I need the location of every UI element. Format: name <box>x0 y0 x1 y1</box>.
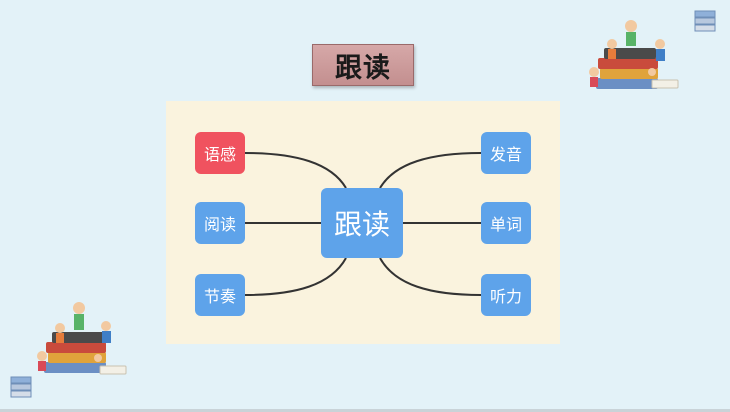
connector-lines <box>244 152 482 296</box>
node-left-3: 节奏 <box>195 274 245 316</box>
kids-on-books-illustration-top <box>589 20 679 89</box>
kids-on-books-illustration-bottom <box>37 302 127 375</box>
book-stack-icon-top <box>694 10 716 32</box>
node-right-1: 发音 <box>481 132 531 174</box>
node-left-1: 语感 <box>195 132 245 174</box>
mind-map-panel: 语感 阅读 节奏 跟读 发音 单词 听力 <box>166 101 560 344</box>
connector-left-top <box>244 152 347 189</box>
node-right-3: 听力 <box>481 274 531 316</box>
center-node: 跟读 <box>321 188 403 258</box>
node-right-2: 单词 <box>481 202 531 244</box>
connector-left-bottom <box>244 257 347 296</box>
book-stack-icon-bottom <box>10 376 32 398</box>
node-left-2: 阅读 <box>195 202 245 244</box>
connector-right-top <box>379 152 482 189</box>
connector-right-bottom <box>379 257 482 296</box>
slide-title: 跟读 <box>312 44 414 86</box>
